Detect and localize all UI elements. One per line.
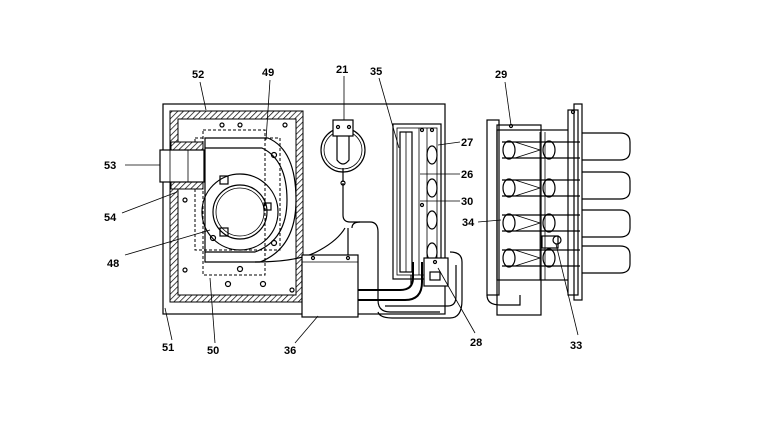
label-21: 21 (336, 64, 348, 76)
label-49: 49 (262, 67, 274, 79)
leader-lines (121, 76, 579, 344)
label-29: 29 (495, 69, 507, 81)
label-54: 54 (104, 212, 117, 224)
label-27: 27 (461, 137, 473, 149)
burner-manifold (392, 123, 449, 287)
label-30: 30 (461, 196, 473, 208)
label-36: 36 (284, 345, 296, 357)
pressure-switch (320, 119, 366, 186)
gasket-outer (169, 110, 304, 303)
label-33: 33 (570, 340, 582, 352)
label-53: 53 (104, 160, 116, 172)
outlet-flange (159, 141, 205, 190)
blower-housing (182, 122, 297, 293)
callout-labels: 52 49 21 35 27 26 30 28 29 34 33 36 50 5… (104, 64, 582, 357)
label-34: 34 (462, 217, 475, 229)
label-28: 28 (470, 337, 482, 349)
label-35: 35 (370, 66, 382, 78)
control-box (301, 254, 359, 318)
heat-exchanger (486, 103, 631, 316)
label-26: 26 (461, 169, 473, 181)
label-51: 51 (162, 342, 174, 354)
tubing (254, 183, 463, 319)
label-52: 52 (192, 69, 204, 81)
label-50: 50 (207, 345, 219, 357)
label-48: 48 (107, 258, 119, 270)
